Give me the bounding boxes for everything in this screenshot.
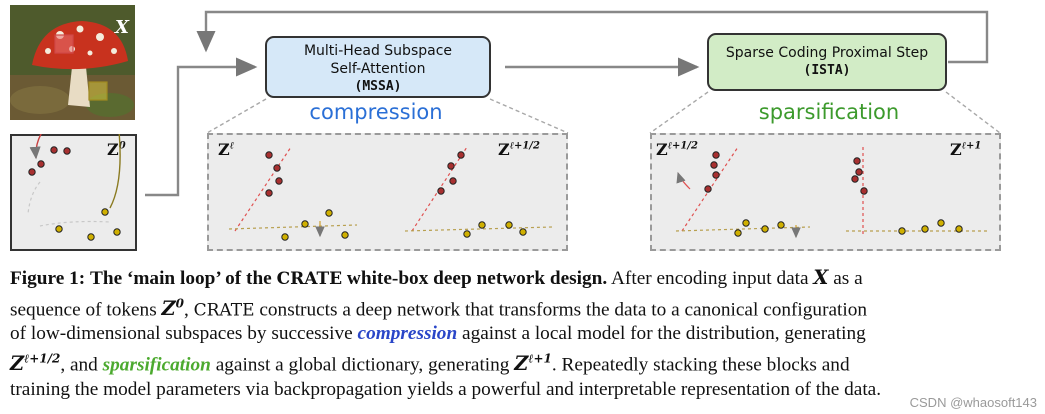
loop-back-arrow bbox=[196, 10, 989, 64]
input-x-label: X bbox=[115, 17, 129, 38]
caption-line-1: Figure 1: The ‘main loop’ of the CRATE w… bbox=[10, 266, 1040, 292]
figure-caption: Figure 1: The ‘main loop’ of the CRATE w… bbox=[10, 266, 1040, 402]
caption-l4-b: against a global dictionary, generating bbox=[215, 354, 510, 376]
caption-z0: Z0 bbox=[161, 296, 184, 320]
z-l-plus-1-label: Zℓ+1 bbox=[950, 140, 982, 159]
caption-compression: compression bbox=[357, 323, 458, 345]
caption-l3-b: against a local model for the distributi… bbox=[462, 323, 866, 345]
caption-l3-a: of low-dimensional subspaces by successi… bbox=[10, 323, 353, 345]
figure-label: Figure 1: bbox=[10, 268, 86, 289]
caption-line-3: of low-dimensional subspaces by successi… bbox=[10, 322, 1040, 347]
z0-label: Z0 bbox=[107, 140, 126, 159]
mssa-code: (MSSA) bbox=[354, 79, 402, 94]
caption-l2-comma: , bbox=[183, 298, 189, 320]
caption-title-b: white-box deep network design. bbox=[346, 268, 608, 289]
caption-l1-text: After encoding input data bbox=[611, 268, 809, 289]
z-l-half-label-sparsification: Zℓ+1/2 bbox=[656, 140, 698, 159]
input-image: X bbox=[10, 5, 135, 120]
caption-title-a: The ‘main loop’ of the bbox=[89, 268, 272, 289]
compression-label: compression bbox=[309, 100, 443, 124]
caption-x: X bbox=[813, 266, 829, 289]
mushroom-illustration bbox=[10, 5, 135, 120]
caption-z-half: Zℓ+1/2 bbox=[10, 351, 61, 376]
input-to-mssa-arrow bbox=[145, 57, 258, 197]
z-l-label: Zℓ bbox=[218, 140, 234, 159]
caption-crate-1: CRATE bbox=[276, 269, 343, 289]
watermark: CSDN @whaosoft143 bbox=[909, 395, 1037, 410]
caption-l4-a: , and bbox=[60, 354, 98, 376]
caption-l1-end: as a bbox=[833, 268, 863, 289]
sparsification-tokens bbox=[675, 146, 990, 239]
ista-title-line1: Sparse Coding Proximal Step bbox=[725, 45, 929, 61]
sparsification-label: sparsification bbox=[758, 100, 900, 124]
caption-crate-2: CRATE bbox=[193, 299, 255, 320]
z-l-half-label-compression: Zℓ+1/2 bbox=[498, 140, 540, 159]
mssa-block[interactable]: Multi-Head Subspace Self-Attention (MSSA… bbox=[265, 36, 491, 98]
caption-l2-b: constructs a deep network that transform… bbox=[259, 298, 868, 320]
ista-block[interactable]: Sparse Coding Proximal Step (ISTA) bbox=[707, 33, 947, 91]
caption-sparsification: sparsification bbox=[102, 354, 211, 376]
caption-line-4: Zℓ+1/2, and sparsification against a glo… bbox=[10, 347, 1040, 378]
ista-code: (ISTA) bbox=[803, 63, 851, 78]
caption-z-next: Zℓ+1 bbox=[514, 351, 552, 376]
mssa-title-line2: Self-Attention bbox=[330, 61, 426, 77]
caption-l4-c: . Repeatedly stacking these blocks and bbox=[551, 354, 850, 376]
z0-tokens bbox=[27, 134, 121, 241]
caption-line-2: sequence of tokens Z0, CRATE constructs … bbox=[10, 292, 1040, 323]
compression-tokens bbox=[228, 146, 553, 241]
caption-l2-a: sequence of tokens bbox=[10, 298, 157, 320]
caption-line-5: training the model parameters via backpr… bbox=[10, 378, 882, 400]
mssa-title-line1: Multi-Head Subspace bbox=[303, 43, 453, 59]
